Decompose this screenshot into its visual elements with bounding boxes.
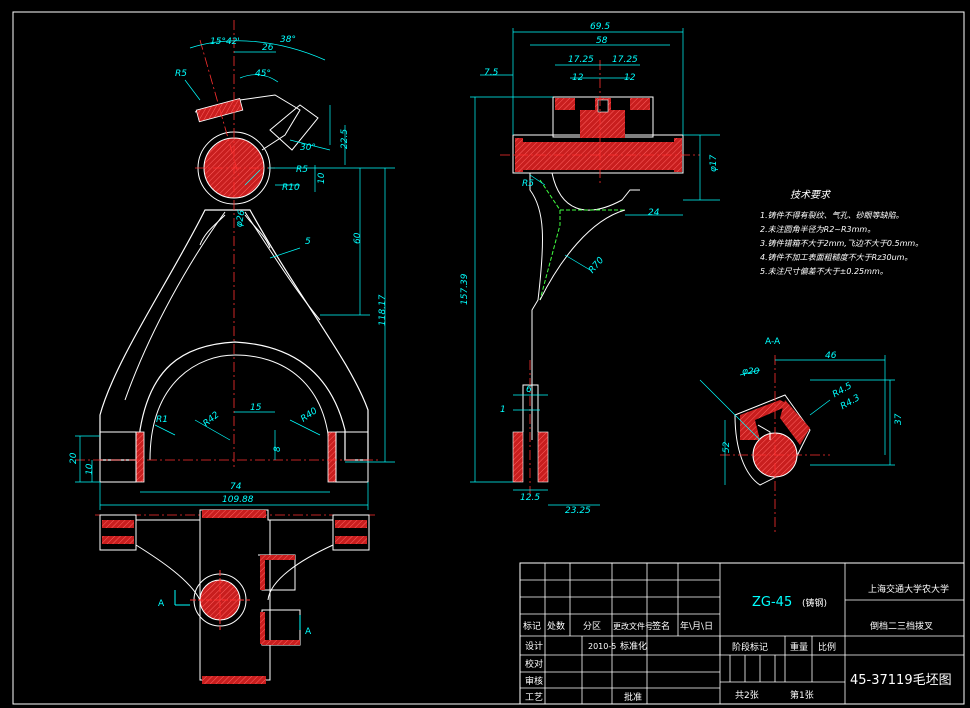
dim-r10: R10 xyxy=(282,183,300,193)
dim-8: 8 xyxy=(273,446,283,452)
dim-phi17: φ17 xyxy=(709,154,719,172)
dim-69-5: 69.5 xyxy=(590,22,610,32)
top-view: A A xyxy=(95,509,375,684)
tb-school: 上海交通大学农大学 xyxy=(868,583,949,595)
section-a-a: A-A 46 φ20 R4.5 R4.3 37 52 xyxy=(699,337,904,535)
tb-scale: 比例 xyxy=(818,641,836,653)
title-block: 标记 处数 分区 更改文件号 签名 年\月\日 设计 2010-5 标准化 校对… xyxy=(519,562,965,705)
dim-26: 26 xyxy=(262,43,274,53)
tb-design-date: 2010-5 xyxy=(588,642,616,651)
tb-sheets-total: 共2张 xyxy=(735,690,759,701)
tb-material: ZG-45 xyxy=(752,595,792,610)
dim-157-39: 157.39 xyxy=(460,273,470,305)
dim-46: 46 xyxy=(825,351,837,361)
tech-req-4: 4.铸件不加工表面粗糙度不大于Rz30um。 xyxy=(760,253,912,262)
drawing-border xyxy=(12,11,965,705)
dim-15: 15 xyxy=(250,403,262,413)
dim-r5-top: R5 xyxy=(175,69,187,79)
dim-r1: R1 xyxy=(156,415,168,425)
dim-10: 10 xyxy=(317,172,327,184)
dim-r40: R40 xyxy=(299,406,319,425)
dim-10b: 10 xyxy=(85,463,95,475)
dim-74: 74 xyxy=(230,482,242,492)
dim-22-5: 22.5 xyxy=(340,129,350,149)
tb-label-zone: 分区 xyxy=(583,621,601,632)
dim-phi26: φ26 xyxy=(235,209,248,228)
dim-17-25-a: 17.25 xyxy=(568,55,594,65)
tb-design: 设计 xyxy=(525,640,543,652)
dim-118-17: 118.17 xyxy=(378,294,388,326)
dim-r42: R42 xyxy=(201,410,221,429)
dim-60: 60 xyxy=(353,232,363,244)
tech-req-2: 2.未注圆角半径为R2~R3mm。 xyxy=(760,225,875,234)
dim-24: 24 xyxy=(648,208,660,218)
section-mark-right: A xyxy=(305,627,312,637)
side-view: 69.5 58 17.25 17.25 12 12 7.5 φ17 R5 24 … xyxy=(460,22,720,516)
dim-5: 5 xyxy=(305,237,311,247)
tb-approve: 批准 xyxy=(624,691,642,703)
dim-38deg: 38° xyxy=(280,35,296,45)
tb-label-change-doc: 更改文件号 xyxy=(613,621,653,631)
tech-req-3: 3.铸件错箱不大于2mm,飞边不大于0.5mm。 xyxy=(760,239,923,248)
tech-req-5: 5.未注尺寸偏差不大于±0.25mm。 xyxy=(760,267,888,276)
tb-standard: 标准化 xyxy=(620,640,647,652)
dim-52: 52 xyxy=(722,441,732,453)
dim-12-b: 12 xyxy=(624,73,636,83)
tb-material-note: (铸钢) xyxy=(802,597,827,609)
front-view: 15°42' 38° 26 45° R5 30° 22.5 R5 R10 10 … xyxy=(69,20,395,510)
dim-6: 6 xyxy=(526,385,532,395)
tb-stage-mark: 阶段标记 xyxy=(732,641,768,653)
dim-20: 20 xyxy=(69,452,79,464)
tb-drawing-no: 45-37119毛坯图 xyxy=(850,673,952,688)
dim-r5-side: R5 xyxy=(522,179,534,189)
dim-17-25-b: 17.25 xyxy=(612,55,638,65)
tb-part-name: 倒档二三档拨叉 xyxy=(870,620,933,632)
dim-1: 1 xyxy=(500,405,506,415)
dim-r5-hub: R5 xyxy=(296,165,308,175)
tb-check: 校对 xyxy=(525,658,543,670)
dim-30deg: 30° xyxy=(300,143,316,153)
dim-109-88: 109.88 xyxy=(222,495,254,505)
tech-req-title: 技术要求 xyxy=(790,189,832,201)
dim-r70: R70 xyxy=(587,255,606,275)
tb-process: 工艺 xyxy=(525,692,543,703)
dim-phi20: φ20 xyxy=(742,367,760,377)
tb-sheet-no: 第1张 xyxy=(790,689,814,701)
dim-37: 37 xyxy=(894,413,904,425)
dim-12-a: 12 xyxy=(572,73,584,83)
dim-12-5: 12.5 xyxy=(520,493,540,503)
tb-label-mark: 标记 xyxy=(523,620,541,632)
section-mark-left: A xyxy=(158,599,165,609)
technical-requirements: 技术要求 1.铸件不得有裂纹、气孔、砂眼等缺陷。 2.未注圆角半径为R2~R3m… xyxy=(760,189,923,276)
section-label: A-A xyxy=(765,337,781,347)
tb-weight: 重量 xyxy=(790,641,808,653)
tb-review: 审核 xyxy=(525,675,543,687)
tb-label-count: 处数 xyxy=(547,620,565,632)
dim-7-5: 7.5 xyxy=(484,68,499,78)
dim-45deg: 45° xyxy=(255,69,271,79)
dim-23-25: 23.25 xyxy=(565,506,591,516)
tech-req-1: 1.铸件不得有裂纹、气孔、砂眼等缺陷。 xyxy=(760,211,904,220)
tb-label-signature: 签名 xyxy=(652,620,670,632)
dim-15-42: 15°42' xyxy=(210,37,240,47)
dim-58: 58 xyxy=(596,36,608,46)
tb-label-date: 年\月\日 xyxy=(680,620,713,632)
